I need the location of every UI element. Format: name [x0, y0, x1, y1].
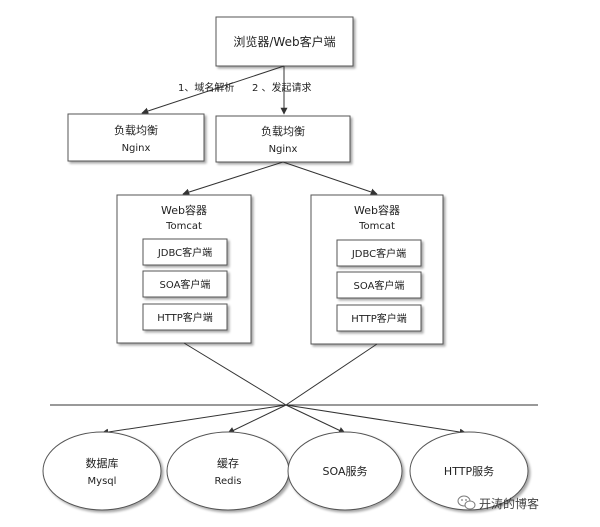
arrow-lb-to-web-left	[182, 161, 284, 196]
web-right-title: Web容器	[354, 203, 400, 217]
arrow-to-soa	[285, 404, 346, 434]
lb-right-title: 负载均衡	[261, 124, 305, 138]
service-soa-title: SOA服务	[323, 465, 368, 478]
arrow-to-db	[101, 404, 287, 436]
browser-box	[215, 16, 354, 67]
arrow-dns	[141, 65, 285, 115]
watermark: 开涛的博客	[457, 495, 539, 511]
service-soa-node: SOA服务	[287, 431, 403, 511]
web-left-client-box	[142, 270, 228, 298]
service-db-ellipse	[42, 431, 162, 511]
browser-label: 浏览器/Web客户端	[233, 34, 335, 49]
web-left-title: Web容器	[161, 203, 207, 217]
service-http-title: HTTP服务	[444, 465, 494, 478]
service-db-title: 数据库	[86, 456, 119, 470]
lb-left-title: 负载均衡	[114, 123, 158, 137]
lb-left-subtitle: Nginx	[122, 143, 151, 154]
web-left-client-http: HTTP客户端	[157, 311, 213, 324]
web-right-client-box	[336, 271, 422, 299]
edge-label-request: 2 、发起请求	[252, 81, 312, 94]
web-right-node: Web容器 Tomcat JDBC客户端 SOA客户端 HTTP客户端	[310, 194, 444, 345]
service-cache-node: 缓存 Redis	[166, 431, 290, 511]
lb-left-node: 负载均衡 Nginx	[67, 113, 205, 162]
service-http-ellipse	[409, 431, 529, 511]
web-left-client-box	[142, 238, 228, 266]
web-right-client-soa: SOA客户端	[354, 279, 405, 292]
arrow-lb-to-web-right	[282, 161, 378, 196]
service-cache-subtitle: Redis	[215, 476, 242, 487]
edge-label-dns: 1、域名解析	[178, 81, 234, 94]
lb-right-box	[215, 115, 351, 163]
service-db-node: 数据库 Mysql	[42, 431, 162, 511]
service-cache-ellipse	[166, 431, 290, 511]
watermark-text: 开涛的博客	[479, 496, 539, 511]
web-left-client-soa: SOA客户端	[160, 278, 211, 291]
arrow-to-cache	[227, 404, 287, 434]
lb-left-box	[67, 113, 205, 162]
web-right-subtitle: Tomcat	[358, 221, 395, 232]
arrow-to-http	[285, 404, 467, 436]
web-left-node: Web容器 Tomcat JDBC客户端 SOA客户端 HTTP客户端	[116, 194, 252, 344]
web-left-client-box	[142, 303, 228, 331]
connector-web-left	[183, 342, 287, 406]
lb-right-subtitle: Nginx	[269, 144, 298, 155]
web-right-client-box	[336, 239, 422, 267]
web-left-subtitle: Tomcat	[165, 221, 202, 232]
web-right-client-jdbc: JDBC客户端	[351, 247, 406, 260]
service-http-node: HTTP服务	[409, 431, 529, 511]
wechat-icon	[457, 495, 476, 510]
lb-right-node: 负载均衡 Nginx	[215, 115, 351, 163]
service-cache-title: 缓存	[217, 456, 239, 470]
web-right-client-http: HTTP客户端	[351, 312, 407, 325]
service-soa-ellipse	[287, 431, 403, 511]
connector-web-right	[285, 343, 378, 406]
service-db-subtitle: Mysql	[88, 476, 117, 487]
web-left-client-jdbc: JDBC客户端	[157, 246, 212, 259]
browser-node: 浏览器/Web客户端	[215, 16, 354, 67]
web-right-client-box	[336, 304, 422, 332]
